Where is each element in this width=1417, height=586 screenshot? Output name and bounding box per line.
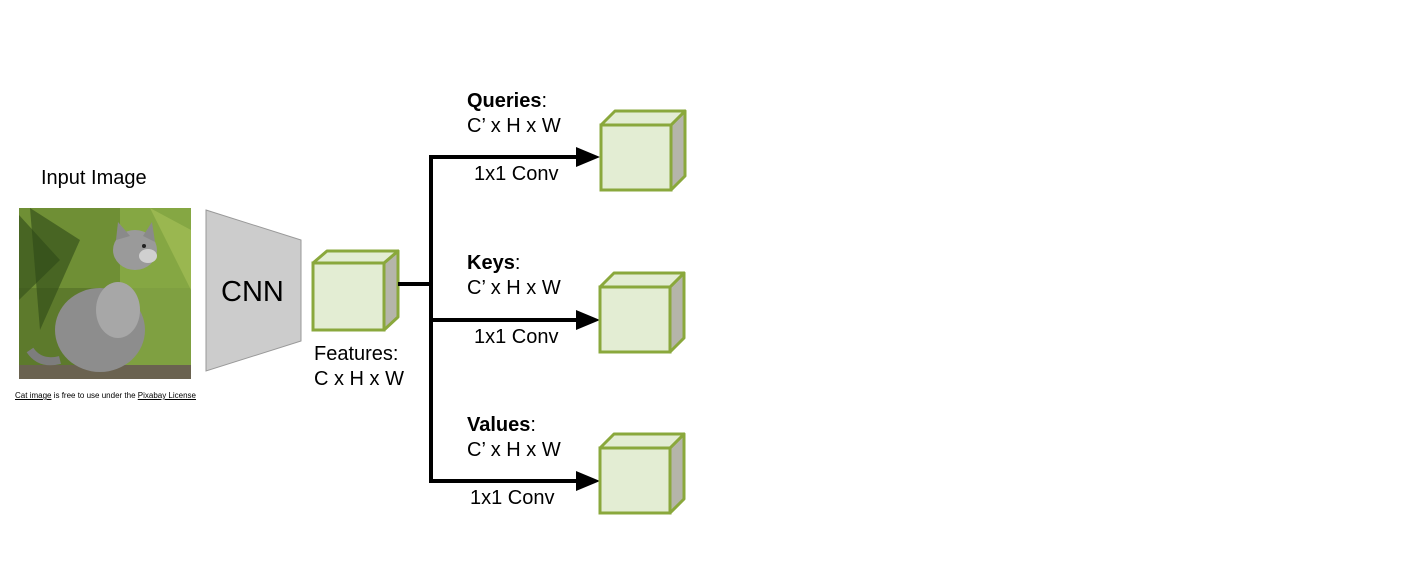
queries-shape: C’ x H x W [467,115,561,137]
keys-cube [598,271,686,354]
values-heading: Values: [467,414,536,436]
arrowhead-values [576,471,600,491]
values-name: Values [467,414,531,436]
queries-cube [599,109,687,192]
values-conv-label: 1x1 Conv [470,487,555,509]
cat-photo [19,208,191,379]
pixabay-license-link[interactable]: Pixabay License [137,391,197,400]
cnn-trapezoid [205,209,302,372]
features-shape: C x H x W [314,368,404,390]
keys-name: Keys [467,252,515,274]
arrowhead-queries [576,147,600,167]
keys-heading: Keys: [467,252,521,274]
input-image-title: Input Image [41,167,147,189]
image-credit: Cat image is free to use under the Pixab… [15,391,196,401]
queries-name: Queries [467,90,542,112]
values-cube [598,432,686,515]
values-shape: C’ x H x W [467,439,561,461]
credit-text: is free to use under the [51,391,138,400]
features-label: Features: [314,343,399,365]
queries-conv-label: 1x1 Conv [474,163,559,185]
queries-heading: Queries: [467,90,548,112]
arrowhead-keys [576,310,600,330]
keys-conv-label: 1x1 Conv [474,326,559,348]
keys-shape: C’ x H x W [467,277,561,299]
connector-lines [398,155,578,483]
features-cube [311,249,400,332]
cat-image-link[interactable]: Cat image [15,391,52,400]
cnn-label: CNN [221,276,284,308]
